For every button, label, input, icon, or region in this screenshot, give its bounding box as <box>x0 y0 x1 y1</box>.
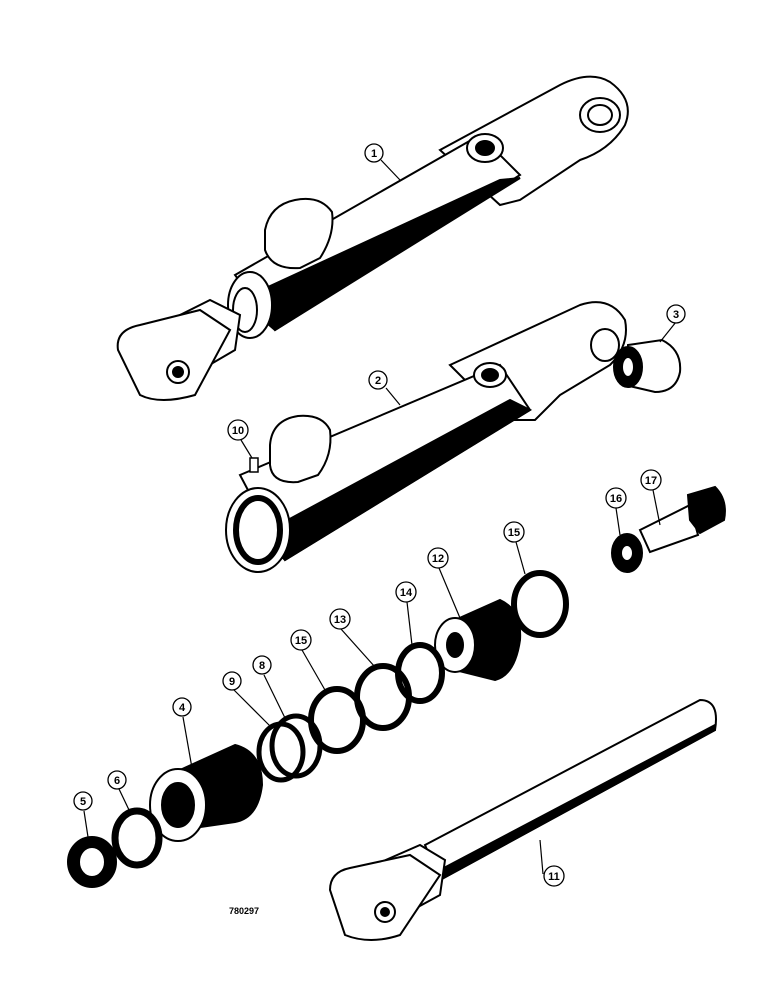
svg-text:1: 1 <box>371 148 377 160</box>
callout-balloon-12: 12 <box>427 547 449 569</box>
svg-text:2: 2 <box>375 375 381 387</box>
callout-balloon-2: 2 <box>368 370 388 390</box>
svg-text:12: 12 <box>432 553 444 565</box>
leader-line-3 <box>659 321 677 343</box>
callout-balloon-10: 10 <box>227 419 249 441</box>
svg-text:15: 15 <box>295 635 307 647</box>
leader-line-15b <box>301 649 326 691</box>
callout-balloon-3: 3 <box>666 304 686 324</box>
piston-rod-part-11 <box>328 698 717 941</box>
seal-ring-part-14 <box>395 642 445 704</box>
leader-line-5 <box>83 810 89 838</box>
leader-line-1 <box>380 159 401 181</box>
gland-part-4 <box>149 743 264 842</box>
callout-balloon-14: 14 <box>395 581 417 603</box>
leader-line-6 <box>118 788 131 813</box>
leader-line-13 <box>340 628 376 668</box>
callout-balloon-9: 9 <box>222 671 242 691</box>
svg-text:16: 16 <box>610 493 622 505</box>
leader-line-12 <box>438 567 461 619</box>
svg-text:5: 5 <box>80 796 86 808</box>
callout-balloon-15-lower: 15 <box>290 629 312 651</box>
wiper-ring-part-6 <box>111 807 163 869</box>
svg-text:15: 15 <box>508 527 520 539</box>
leader-line-14 <box>406 601 413 646</box>
leader-line-16 <box>615 507 621 536</box>
svg-text:13: 13 <box>334 614 346 626</box>
leader-line-2 <box>385 387 401 406</box>
leader-line-17 <box>652 489 661 526</box>
callout-balloon-1: 1 <box>364 143 384 163</box>
svg-text:11: 11 <box>548 871 560 883</box>
piston-part-12 <box>434 598 522 682</box>
svg-text:4: 4 <box>179 702 186 714</box>
callout-balloon-11: 11 <box>543 865 565 887</box>
leader-line-8 <box>263 674 286 719</box>
callout-balloon-16: 16 <box>605 487 627 509</box>
callout-balloon-13: 13 <box>329 608 351 630</box>
wiper-part-5 <box>67 836 117 888</box>
leader-line-15a <box>515 541 526 575</box>
svg-text:14: 14 <box>400 587 413 599</box>
set-screw-part-10 <box>249 457 259 473</box>
callout-balloon-6: 6 <box>107 770 127 790</box>
bushing-part-3 <box>613 338 682 394</box>
svg-text:9: 9 <box>229 676 235 688</box>
leader-line-10 <box>240 439 253 459</box>
cylinder-assembly-part-1 <box>116 75 629 401</box>
svg-text:6: 6 <box>114 775 120 787</box>
cylinder-barrel-part-2 <box>225 301 627 573</box>
callout-balloon-17: 17 <box>640 469 662 491</box>
svg-text:8: 8 <box>259 660 265 672</box>
callout-balloon-8: 8 <box>252 655 272 675</box>
svg-text:10: 10 <box>232 425 244 437</box>
svg-text:17: 17 <box>645 475 657 487</box>
bolt-part-17 <box>638 485 726 554</box>
seal-ring-part-9 <box>256 721 306 783</box>
leader-line-11 <box>539 839 544 875</box>
callout-balloon-5: 5 <box>73 791 93 811</box>
svg-text:3: 3 <box>673 309 679 321</box>
washer-part-16 <box>611 533 643 573</box>
leader-line-4 <box>182 716 193 769</box>
leader-line-9 <box>233 689 271 727</box>
callout-balloon-15-upper: 15 <box>503 521 525 543</box>
figure-number: 780297 <box>229 906 259 916</box>
seal-ring-part-15-upper <box>511 570 569 638</box>
callout-balloon-4: 4 <box>172 697 192 717</box>
